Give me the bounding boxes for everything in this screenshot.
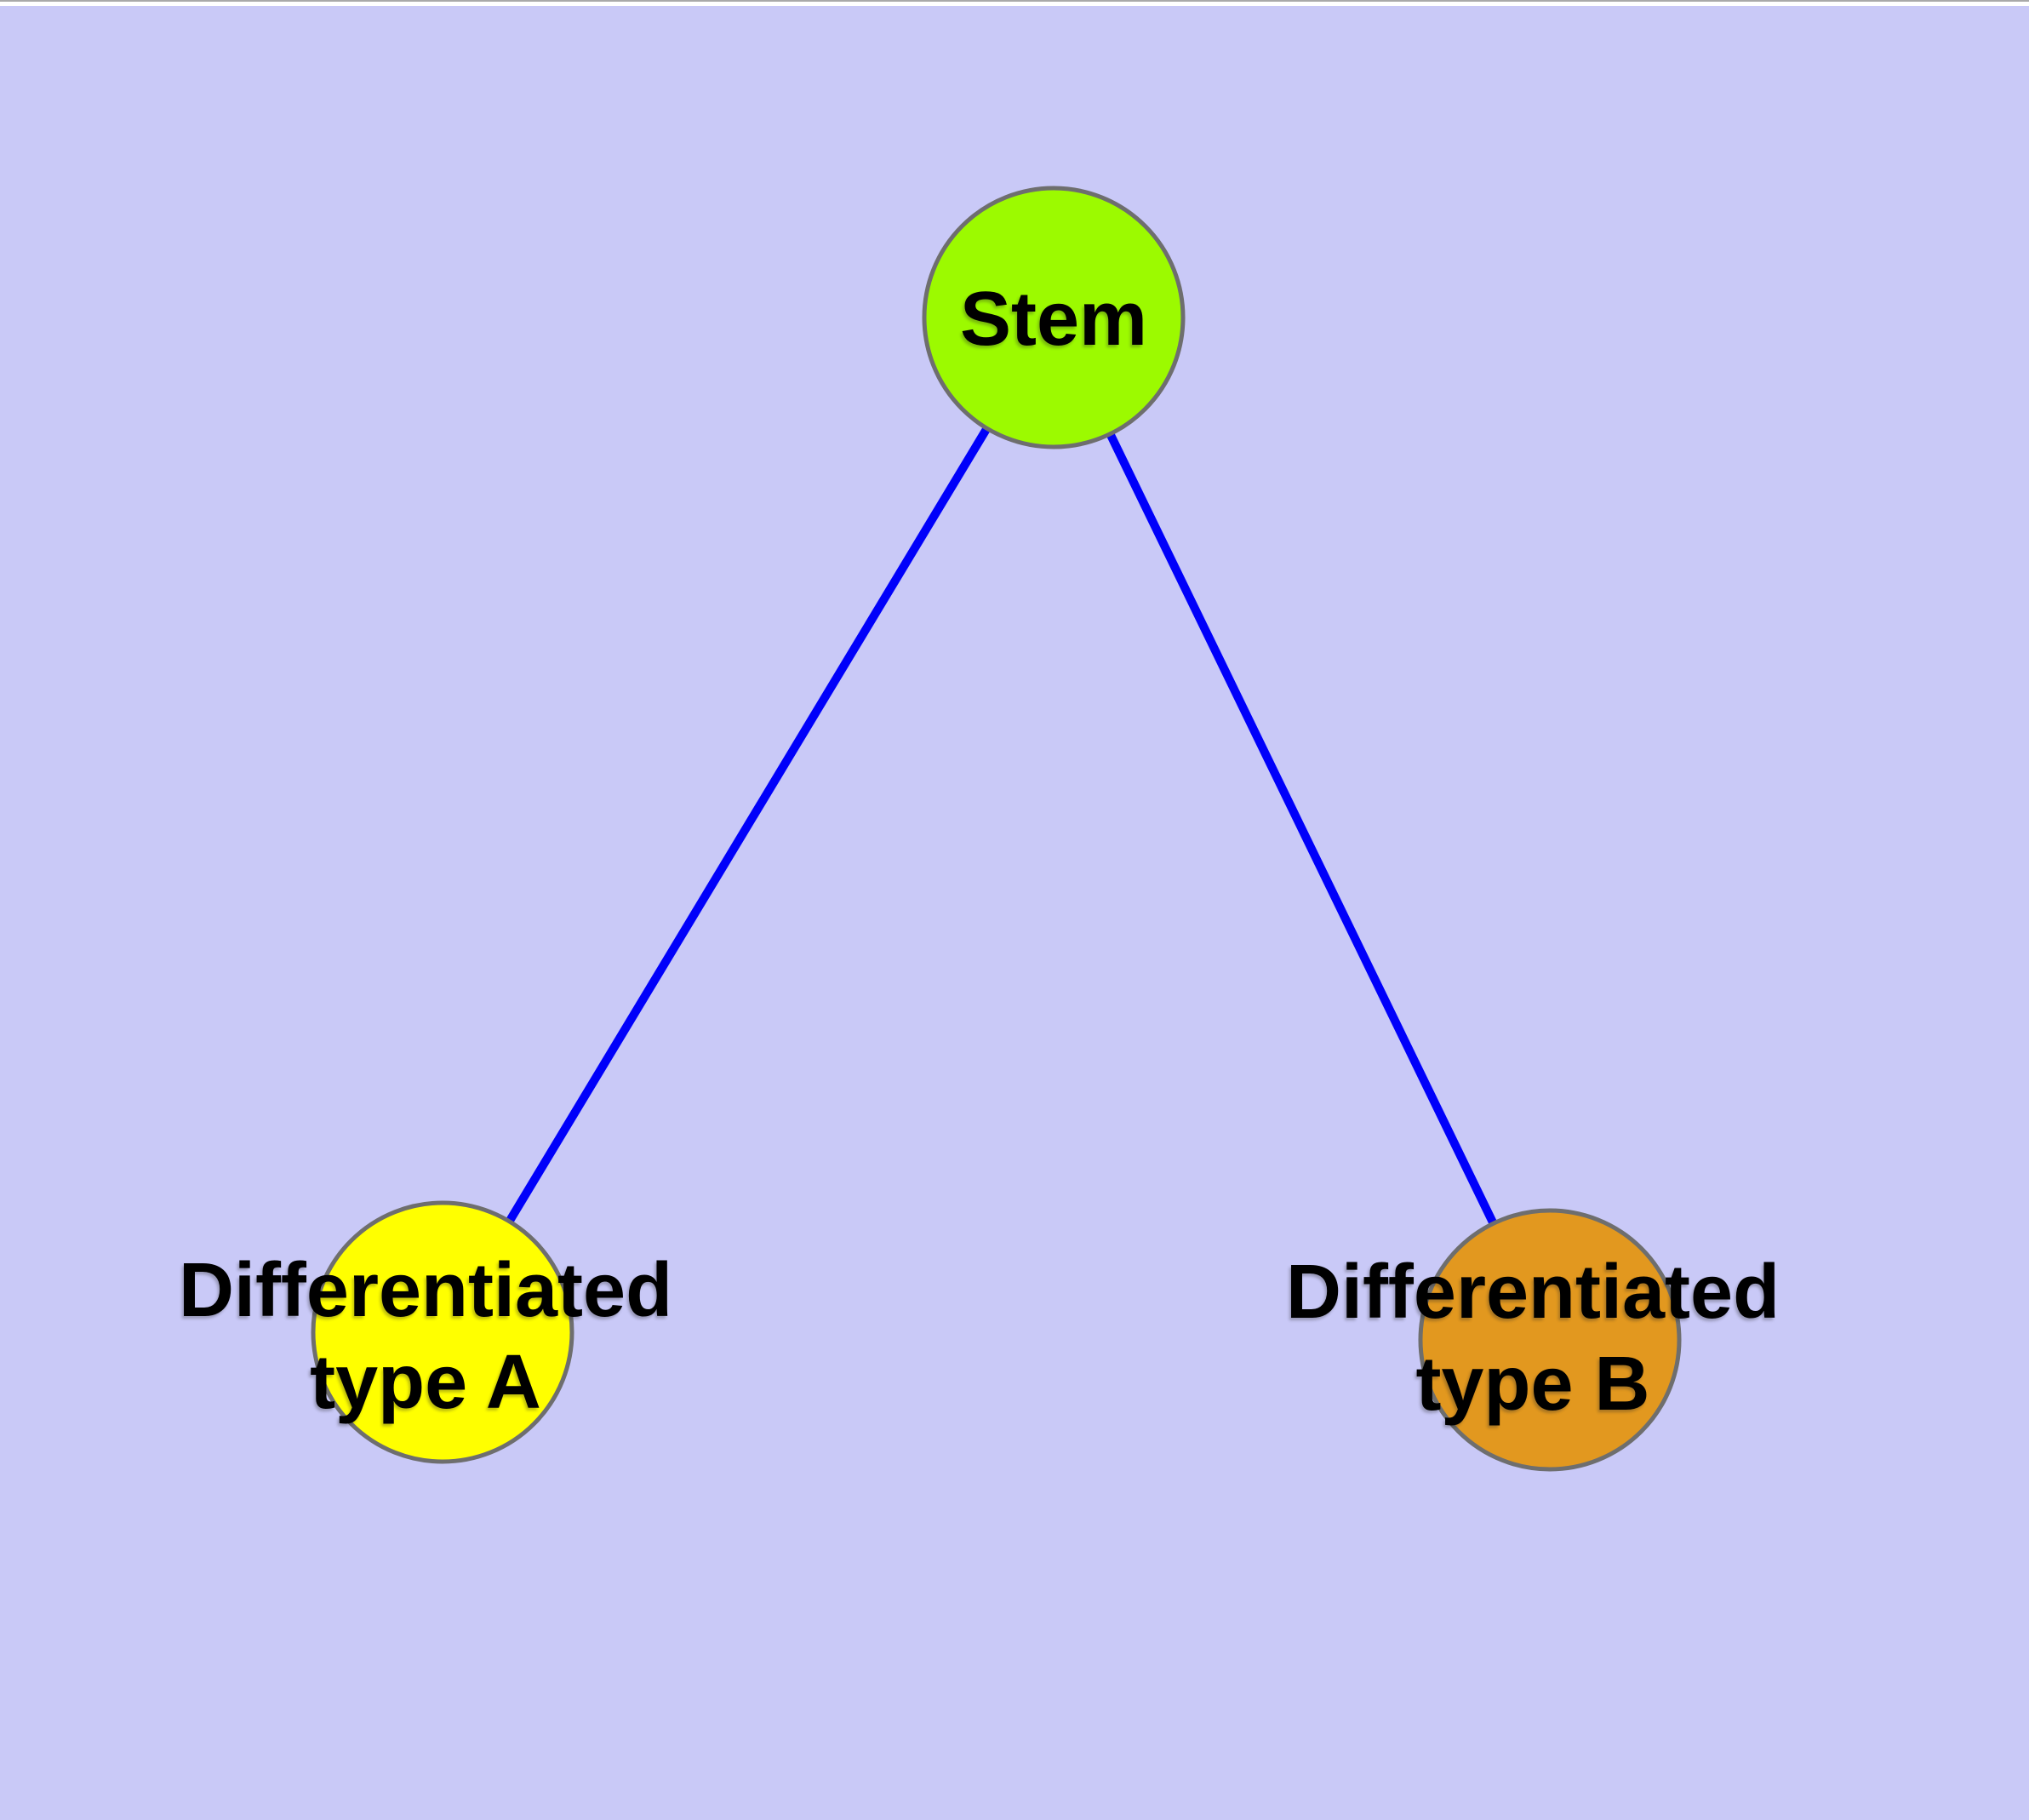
edge-stem-to-type-a — [438, 315, 1058, 1335]
edge-layer — [438, 315, 1554, 1342]
window-top-strip — [0, 2, 2029, 6]
node-layer — [311, 186, 1682, 1472]
edge-stem-to-type-b — [1049, 315, 1554, 1342]
node-stem-circle — [922, 186, 1186, 449]
window-top-edge — [0, 0, 2029, 2]
node-type-a-circle — [311, 1200, 574, 1464]
node-type-b-circle — [1418, 1208, 1682, 1472]
